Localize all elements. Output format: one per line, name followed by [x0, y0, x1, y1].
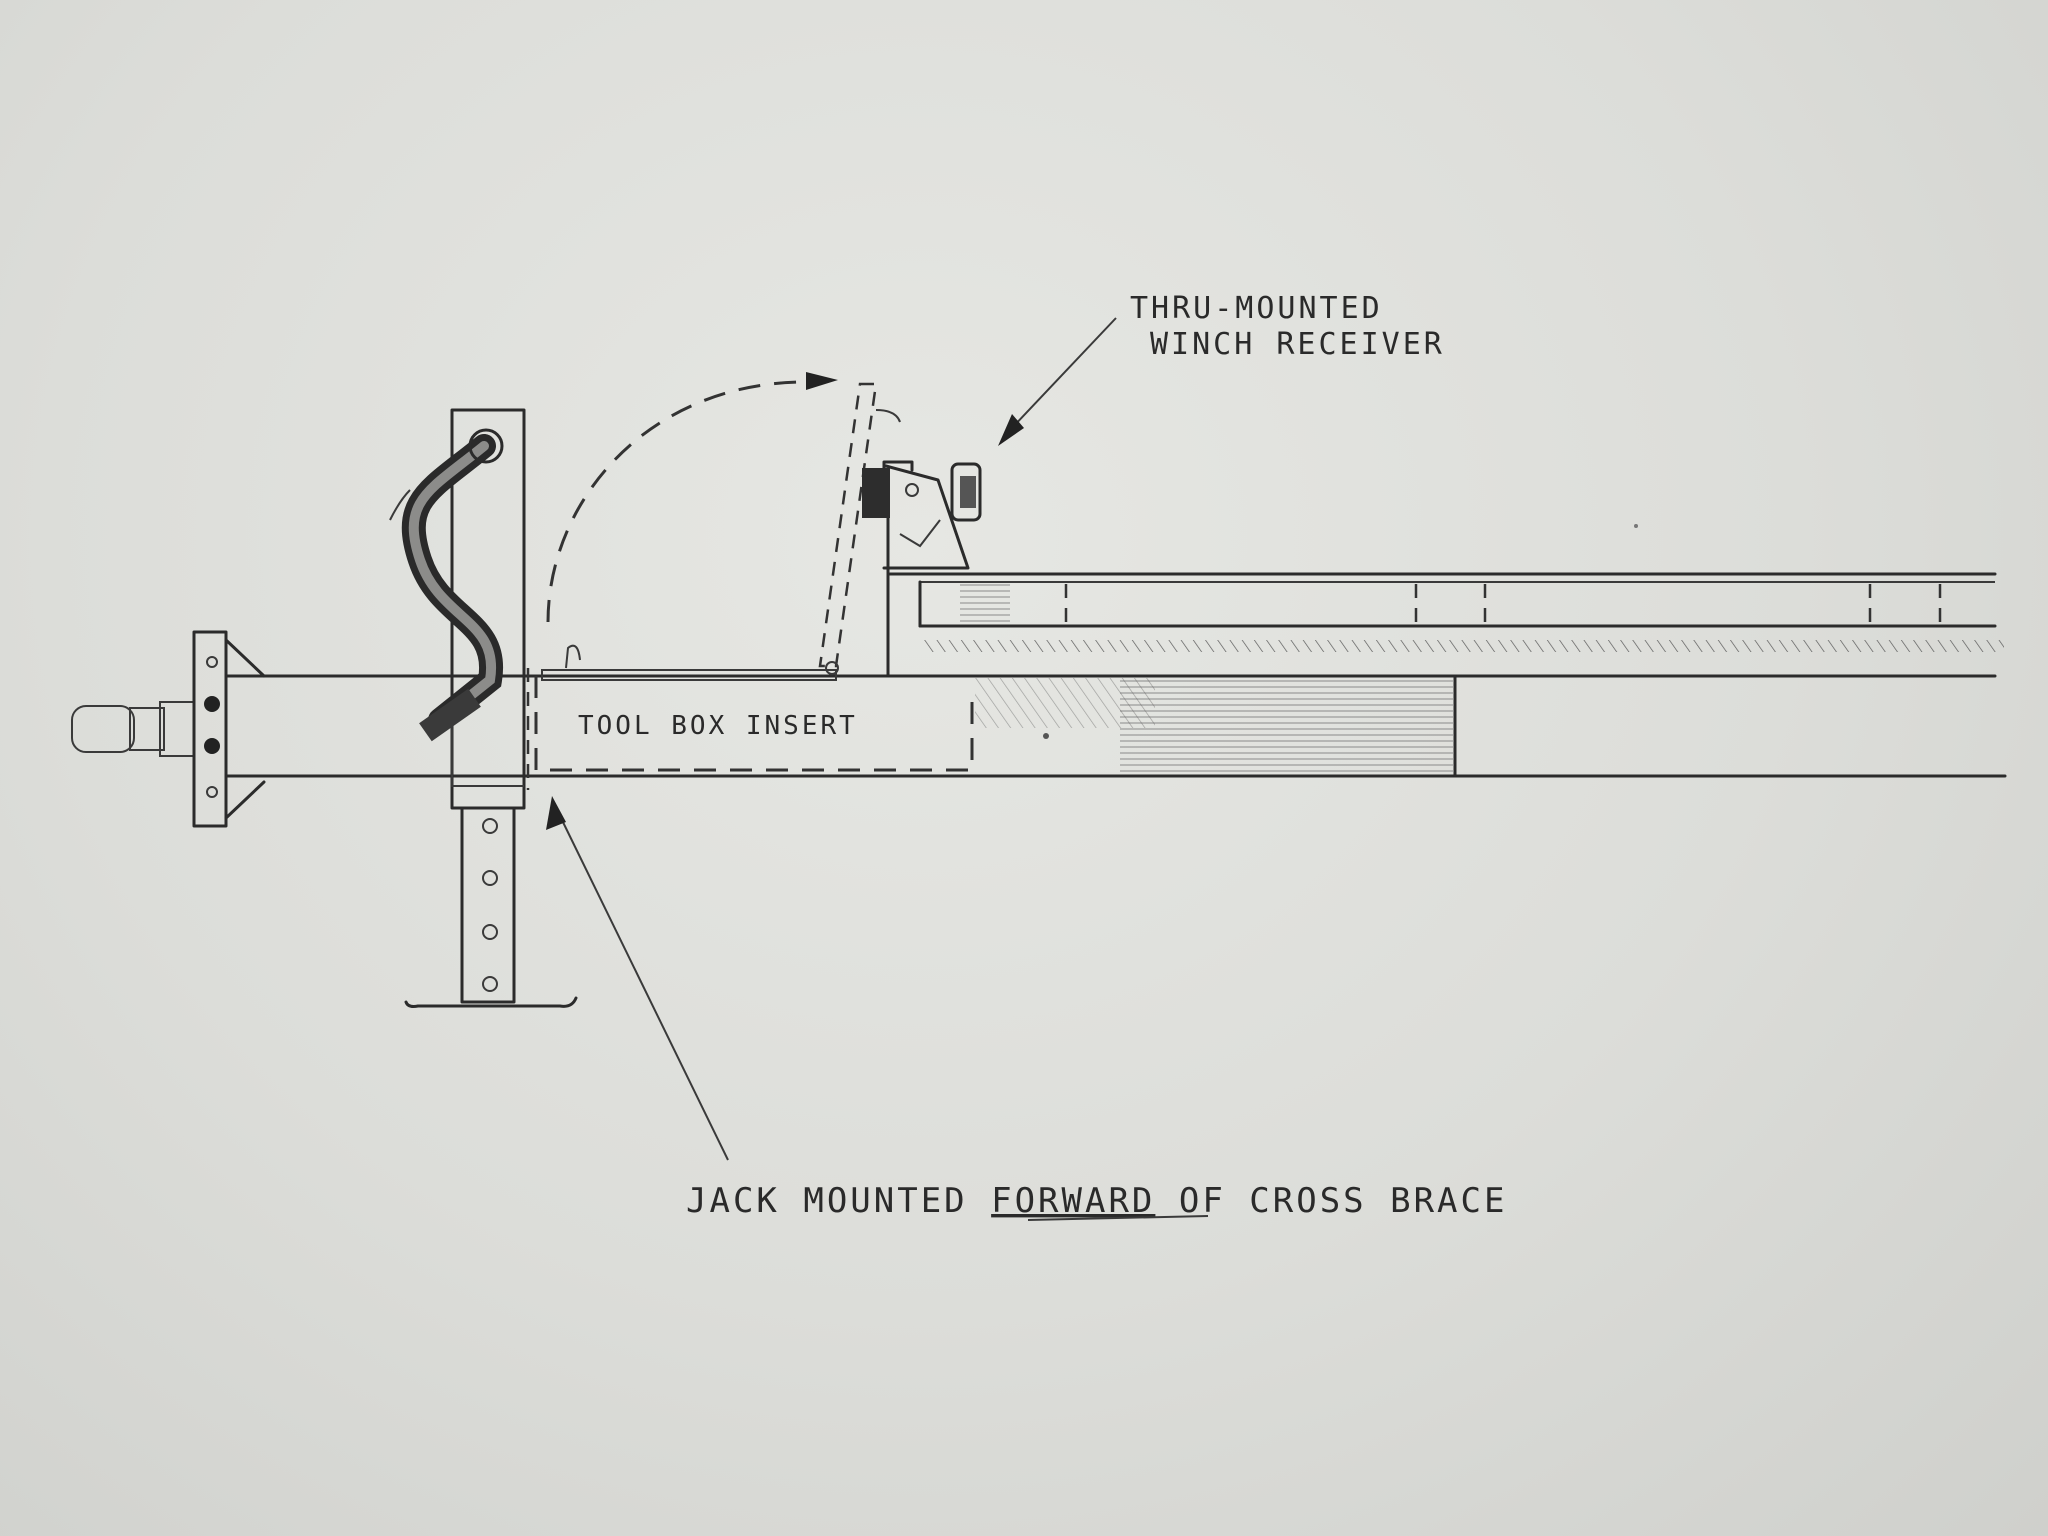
jack-pin-hole-icon [482, 924, 498, 940]
tool-box-label: TOOL BOX INSERT [578, 711, 858, 741]
jack-handle [389, 428, 504, 742]
callout-arrowhead-icon [998, 414, 1024, 446]
bolt-icon [204, 696, 220, 712]
winch-receiver-label-line2: WINCH RECEIVER [1150, 327, 1445, 362]
drawbar-beam [224, 674, 2007, 778]
jack-pin-hole-icon [482, 976, 498, 992]
winch-receiver-callout: THRU-MOUNTED WINCH RECEIVER [998, 291, 1445, 446]
callout-arrowhead-icon [546, 796, 566, 830]
jack-callout-label: JACK MOUNTED FORWARD OF CROSS BRACE [686, 1181, 1507, 1221]
jack-callout: JACK MOUNTED FORWARD OF CROSS BRACE [546, 796, 1507, 1221]
deck-rail [888, 572, 2004, 652]
coupling-head [71, 630, 266, 828]
winch-bolt-icon [905, 483, 919, 497]
jack-label-prefix: JACK MOUNTED [686, 1181, 991, 1221]
forward-underline [1027, 1215, 1209, 1221]
jack-pin-hole-icon [482, 870, 498, 886]
bolt-icon [204, 738, 220, 754]
jack-label-emphasis: FORWARD [991, 1181, 1155, 1221]
jack-label-suffix: OF CROSS BRACE [1155, 1181, 1507, 1221]
arc-arrowhead-icon [806, 372, 838, 390]
lid-swing-arc [546, 372, 901, 675]
tool-box-insert: TOOL BOX INSERT [526, 644, 974, 790]
winch-receiver-label-line1: THRU-MOUNTED [1130, 291, 1383, 326]
handle-knob-icon [468, 428, 504, 464]
bolt-hole-icon [206, 786, 218, 798]
jack-pin-hole-icon [482, 818, 498, 834]
bolt-hole-icon [206, 656, 218, 668]
winch-assembly [862, 460, 982, 678]
